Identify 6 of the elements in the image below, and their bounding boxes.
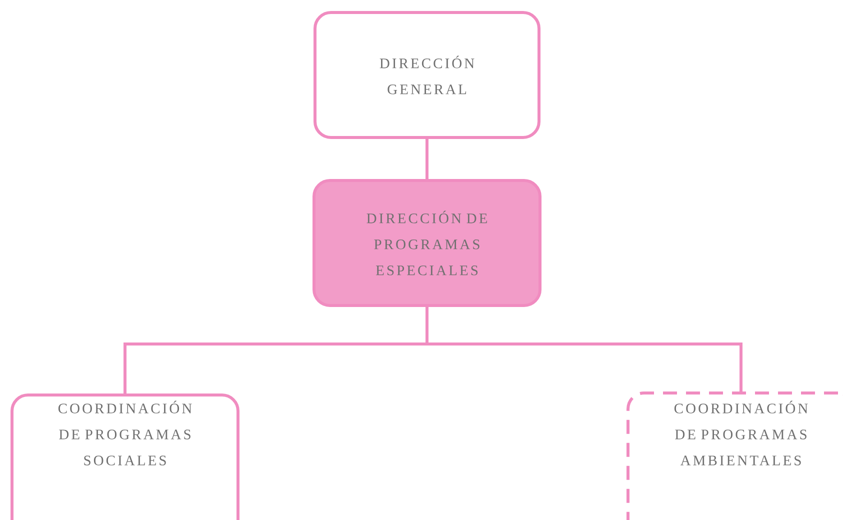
connector-line xyxy=(426,307,742,392)
connector-line xyxy=(426,139,428,179)
process-box: DIRECCIÓN DE PROGRAMAS ESPECIALES xyxy=(312,179,542,307)
process-box: COORDINACIÓN DE PROGRAMAS SOCIALES xyxy=(10,394,240,520)
process-box: COORDINACIÓN DE PROGRAMAS AMBIENTALES xyxy=(626,392,843,520)
process-box: DIRECCIÓN GENERAL xyxy=(314,11,540,139)
